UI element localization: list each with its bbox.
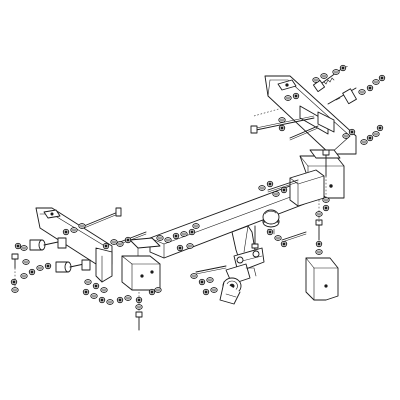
bolt-left-spacer: [29, 237, 67, 251]
bolt-left-mid: [119, 231, 147, 245]
lower-right-bracket: [305, 257, 339, 301]
bolt-left-small-vertical: [11, 253, 19, 269]
bolt-right-vertical: [322, 149, 330, 177]
bolt-mid-right-diagonal: [289, 125, 319, 141]
tow-ball-neck: [231, 225, 265, 273]
bolt-right-mid-horizontal: [267, 179, 299, 193]
bolt-left-spacer-2: [55, 259, 91, 273]
bolt-lower-center-vertical: [135, 311, 143, 331]
electric-socket: [219, 263, 257, 305]
bolt-right-lower-vertical: [315, 219, 323, 241]
bolt-left-upper-long: [83, 207, 122, 229]
right-mounting-bracket: [264, 75, 357, 155]
alignment-lines: [14, 65, 349, 312]
bolt-center-vertical: [251, 225, 259, 249]
left-mounting-arm: [35, 207, 113, 283]
hardware-center-lower: [190, 273, 218, 296]
tow-ball: [262, 209, 280, 235]
bolt-upper-right-2: [327, 87, 357, 105]
bolt-center-horizontal: [195, 265, 227, 275]
bolt-lower-right-horizontal: [281, 231, 307, 243]
left-drop-plate: [121, 237, 161, 291]
hardware-left: [10, 242, 52, 293]
bolt-upper-long: [250, 115, 315, 134]
